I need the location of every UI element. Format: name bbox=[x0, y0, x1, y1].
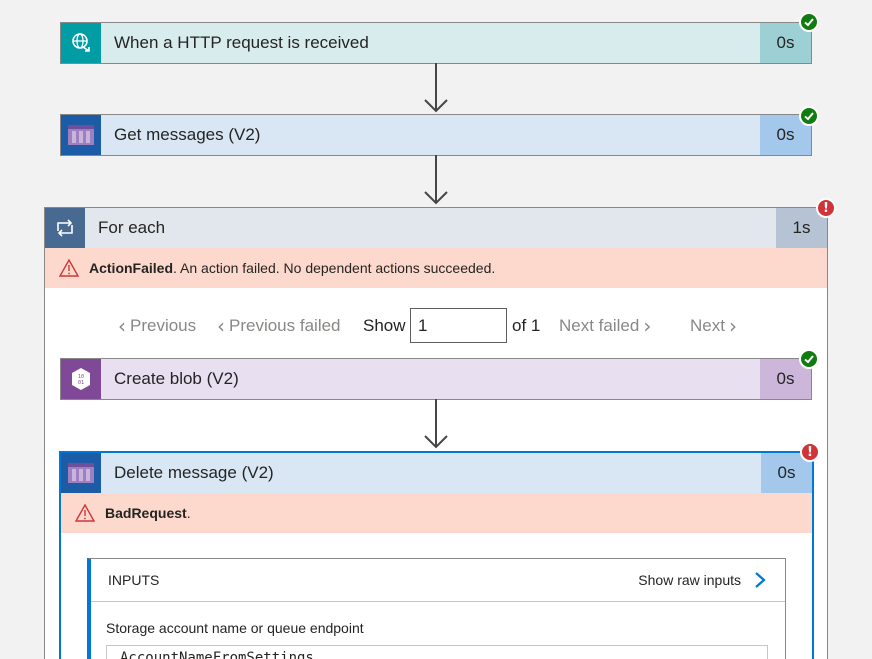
loop-icon bbox=[45, 208, 85, 248]
step-title: Create blob (V2) bbox=[101, 359, 760, 399]
next-button[interactable]: Next› bbox=[690, 314, 737, 338]
success-check-icon bbox=[799, 349, 819, 369]
next-failed-button[interactable]: Next failed› bbox=[559, 314, 652, 338]
next-label: Next bbox=[690, 316, 725, 335]
show-raw-inputs-link[interactable]: Show raw inputs bbox=[638, 571, 767, 589]
previous-failed-button[interactable]: ‹Previous failed bbox=[217, 314, 341, 338]
warning-icon bbox=[75, 504, 95, 522]
iteration-pager: ‹Previous ‹Previous failed Show 1 of 1 N… bbox=[45, 306, 827, 346]
success-check-icon bbox=[799, 12, 819, 32]
next-failed-label: Next failed bbox=[559, 316, 640, 335]
error-message: . bbox=[186, 505, 191, 521]
error-banner: ActionFailed. An action failed. No depen… bbox=[45, 248, 827, 288]
svg-text:01: 01 bbox=[78, 380, 84, 386]
previous-button[interactable]: ‹Previous bbox=[118, 314, 197, 338]
error-code: BadRequest bbox=[105, 505, 187, 521]
total-label: of 1 bbox=[512, 316, 541, 335]
step-title: For each bbox=[85, 208, 776, 248]
previous-label: Previous bbox=[130, 316, 197, 335]
field-label: Storage account name or queue endpoint bbox=[106, 620, 364, 636]
show-raw-inputs-label: Show raw inputs bbox=[638, 572, 741, 588]
step-title: When a HTTP request is received bbox=[101, 23, 760, 63]
step-title: Delete message (V2) bbox=[101, 453, 761, 493]
iteration-value: 1 bbox=[418, 315, 428, 335]
error-code: ActionFailed bbox=[89, 260, 174, 276]
previous-failed-label: Previous failed bbox=[229, 316, 341, 335]
storage-queue-icon bbox=[61, 115, 101, 155]
success-check-icon bbox=[799, 106, 819, 126]
flow-arrow-icon bbox=[424, 399, 448, 449]
iteration-input[interactable]: 1 bbox=[410, 308, 507, 343]
error-banner: BadRequest. bbox=[61, 493, 812, 533]
warning-icon bbox=[59, 259, 79, 277]
http-globe-icon bbox=[61, 23, 101, 63]
step-http-request[interactable]: When a HTTP request is received 0s bbox=[60, 22, 812, 64]
step-get-messages[interactable]: Get messages (V2) 0s bbox=[60, 114, 812, 156]
inputs-header: INPUTS Show raw inputs bbox=[91, 559, 785, 602]
step-title: Get messages (V2) bbox=[101, 115, 760, 155]
error-exclamation-icon: ! bbox=[800, 442, 820, 462]
error-message: . An action failed. No dependent actions… bbox=[173, 260, 496, 276]
field-value: AccountNameFromSettings bbox=[120, 650, 314, 659]
inputs-title: INPUTS bbox=[108, 572, 160, 588]
flow-arrow-icon bbox=[424, 155, 448, 205]
svg-text:10: 10 bbox=[78, 374, 84, 380]
error-exclamation-icon: ! bbox=[816, 198, 836, 218]
storage-queue-icon bbox=[61, 453, 101, 493]
inputs-panel: INPUTS Show raw inputs Storage account n… bbox=[87, 558, 786, 659]
show-label: Show bbox=[363, 316, 406, 335]
field-value-box: AccountNameFromSettings bbox=[106, 645, 768, 659]
flow-arrow-icon bbox=[424, 63, 448, 113]
chevron-right-icon bbox=[755, 572, 766, 588]
